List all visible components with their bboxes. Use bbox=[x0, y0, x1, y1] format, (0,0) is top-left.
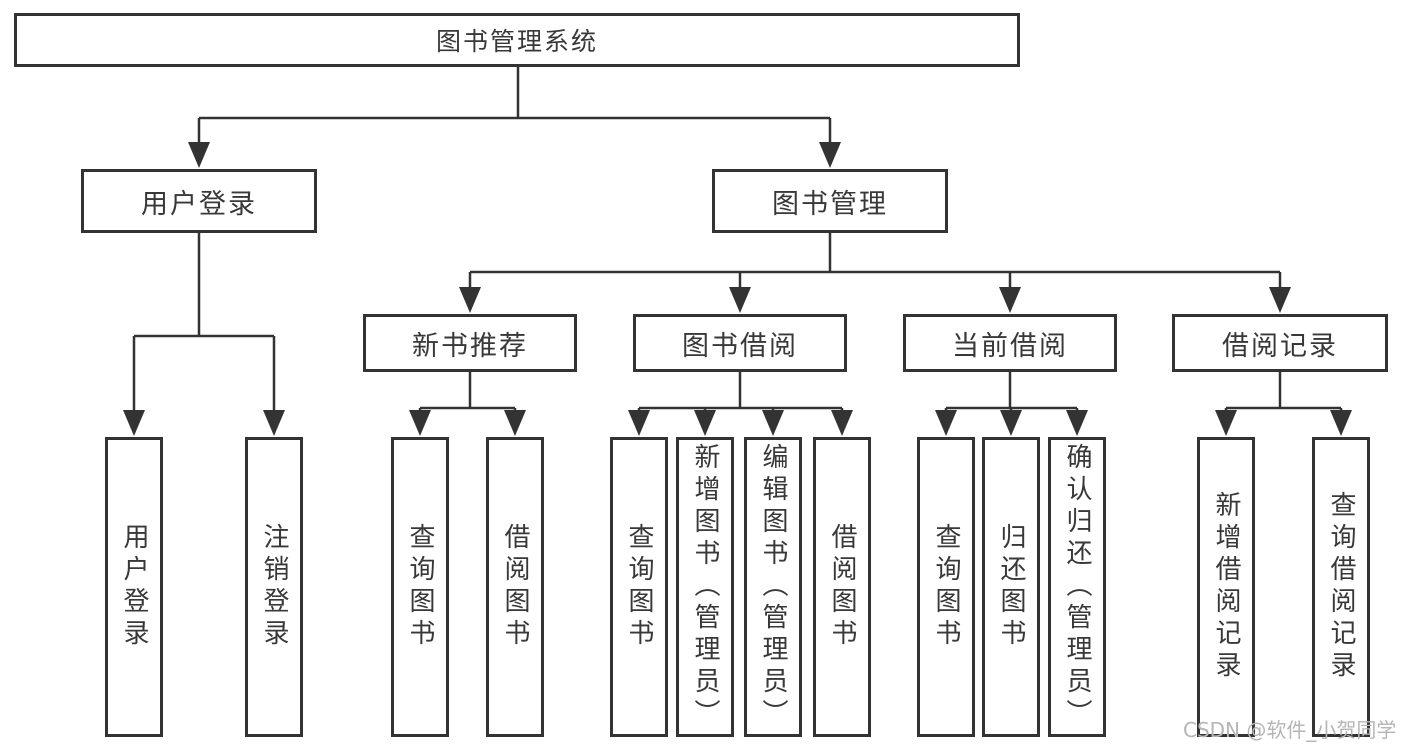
node-return-book: 归还图书 bbox=[982, 437, 1040, 737]
connector-root-to-level2 bbox=[197, 67, 832, 148]
node-add-borrow-record-label: 新增借阅记录 bbox=[1211, 491, 1241, 683]
node-query-books-borrowing-label: 查询图书 bbox=[624, 523, 654, 651]
node-edit-book-admin-label: 编辑图书（管理员） bbox=[758, 443, 788, 731]
connector-borrow-records-to-leaves bbox=[1224, 372, 1343, 418]
node-current-borrowing-label: 当前借阅 bbox=[952, 330, 1068, 362]
node-book-management: 图书管理 bbox=[712, 169, 948, 233]
node-add-book-admin-label: 新增图书（管理员） bbox=[690, 443, 720, 731]
node-query-books-recommend: 查询图书 bbox=[391, 437, 449, 737]
node-logout-label: 注销登录 bbox=[259, 523, 289, 651]
node-current-borrowing: 当前借阅 bbox=[903, 314, 1117, 372]
arrowheads bbox=[123, 142, 1352, 436]
node-query-borrow-record-label: 查询借阅记录 bbox=[1326, 491, 1356, 683]
node-library-management-system: 图书管理系统 bbox=[14, 13, 1020, 67]
node-borrow-books-borrowing: 借阅图书 bbox=[813, 437, 871, 737]
node-logout: 注销登录 bbox=[245, 437, 303, 737]
node-library-management-system-label: 图书管理系统 bbox=[435, 27, 598, 56]
node-user-login-label: 用户登录 bbox=[141, 188, 257, 220]
node-borrow-books-recommend-label: 借阅图书 bbox=[500, 523, 530, 651]
node-user-login: 用户登录 bbox=[81, 169, 317, 233]
node-confirm-return-admin: 确认归还（管理员） bbox=[1048, 437, 1106, 737]
node-new-book-recommendation: 新书推荐 bbox=[363, 314, 577, 372]
node-book-borrowing-label: 图书借阅 bbox=[682, 330, 798, 362]
connector-new-book-to-leaves bbox=[418, 372, 517, 418]
watermark: CSDN @软件_小贺同学 bbox=[1183, 718, 1397, 742]
node-user-login-leaf: 用户登录 bbox=[105, 437, 163, 737]
node-query-books-current: 查询图书 bbox=[917, 437, 975, 737]
node-new-book-recommendation-label: 新书推荐 bbox=[412, 330, 528, 362]
connector-book-borrow-to-leaves bbox=[637, 372, 844, 418]
node-borrow-books-borrowing-label: 借阅图书 bbox=[827, 523, 857, 651]
node-borrowing-records: 借阅记录 bbox=[1172, 314, 1388, 372]
node-query-books-borrowing: 查询图书 bbox=[610, 437, 668, 737]
node-book-management-label: 图书管理 bbox=[772, 188, 888, 220]
node-add-book-admin: 新增图书（管理员） bbox=[676, 437, 734, 737]
node-edit-book-admin: 编辑图书（管理员） bbox=[744, 437, 802, 737]
node-user-login-leaf-label: 用户登录 bbox=[119, 523, 149, 651]
connector-book-mgmt-to-sections bbox=[468, 233, 1282, 293]
node-confirm-return-admin-label: 确认归还（管理员） bbox=[1062, 443, 1092, 731]
node-borrow-books-recommend: 借阅图书 bbox=[486, 437, 544, 737]
node-add-borrow-record: 新增借阅记录 bbox=[1197, 437, 1255, 737]
connector-user-login-to-leaves bbox=[132, 233, 276, 416]
node-return-book-label: 归还图书 bbox=[996, 523, 1026, 651]
node-borrowing-records-label: 借阅记录 bbox=[1222, 330, 1338, 362]
node-query-books-recommend-label: 查询图书 bbox=[405, 523, 435, 651]
node-query-borrow-record: 查询借阅记录 bbox=[1312, 437, 1370, 737]
node-book-borrowing: 图书借阅 bbox=[633, 314, 847, 372]
node-query-books-current-label: 查询图书 bbox=[931, 523, 961, 651]
